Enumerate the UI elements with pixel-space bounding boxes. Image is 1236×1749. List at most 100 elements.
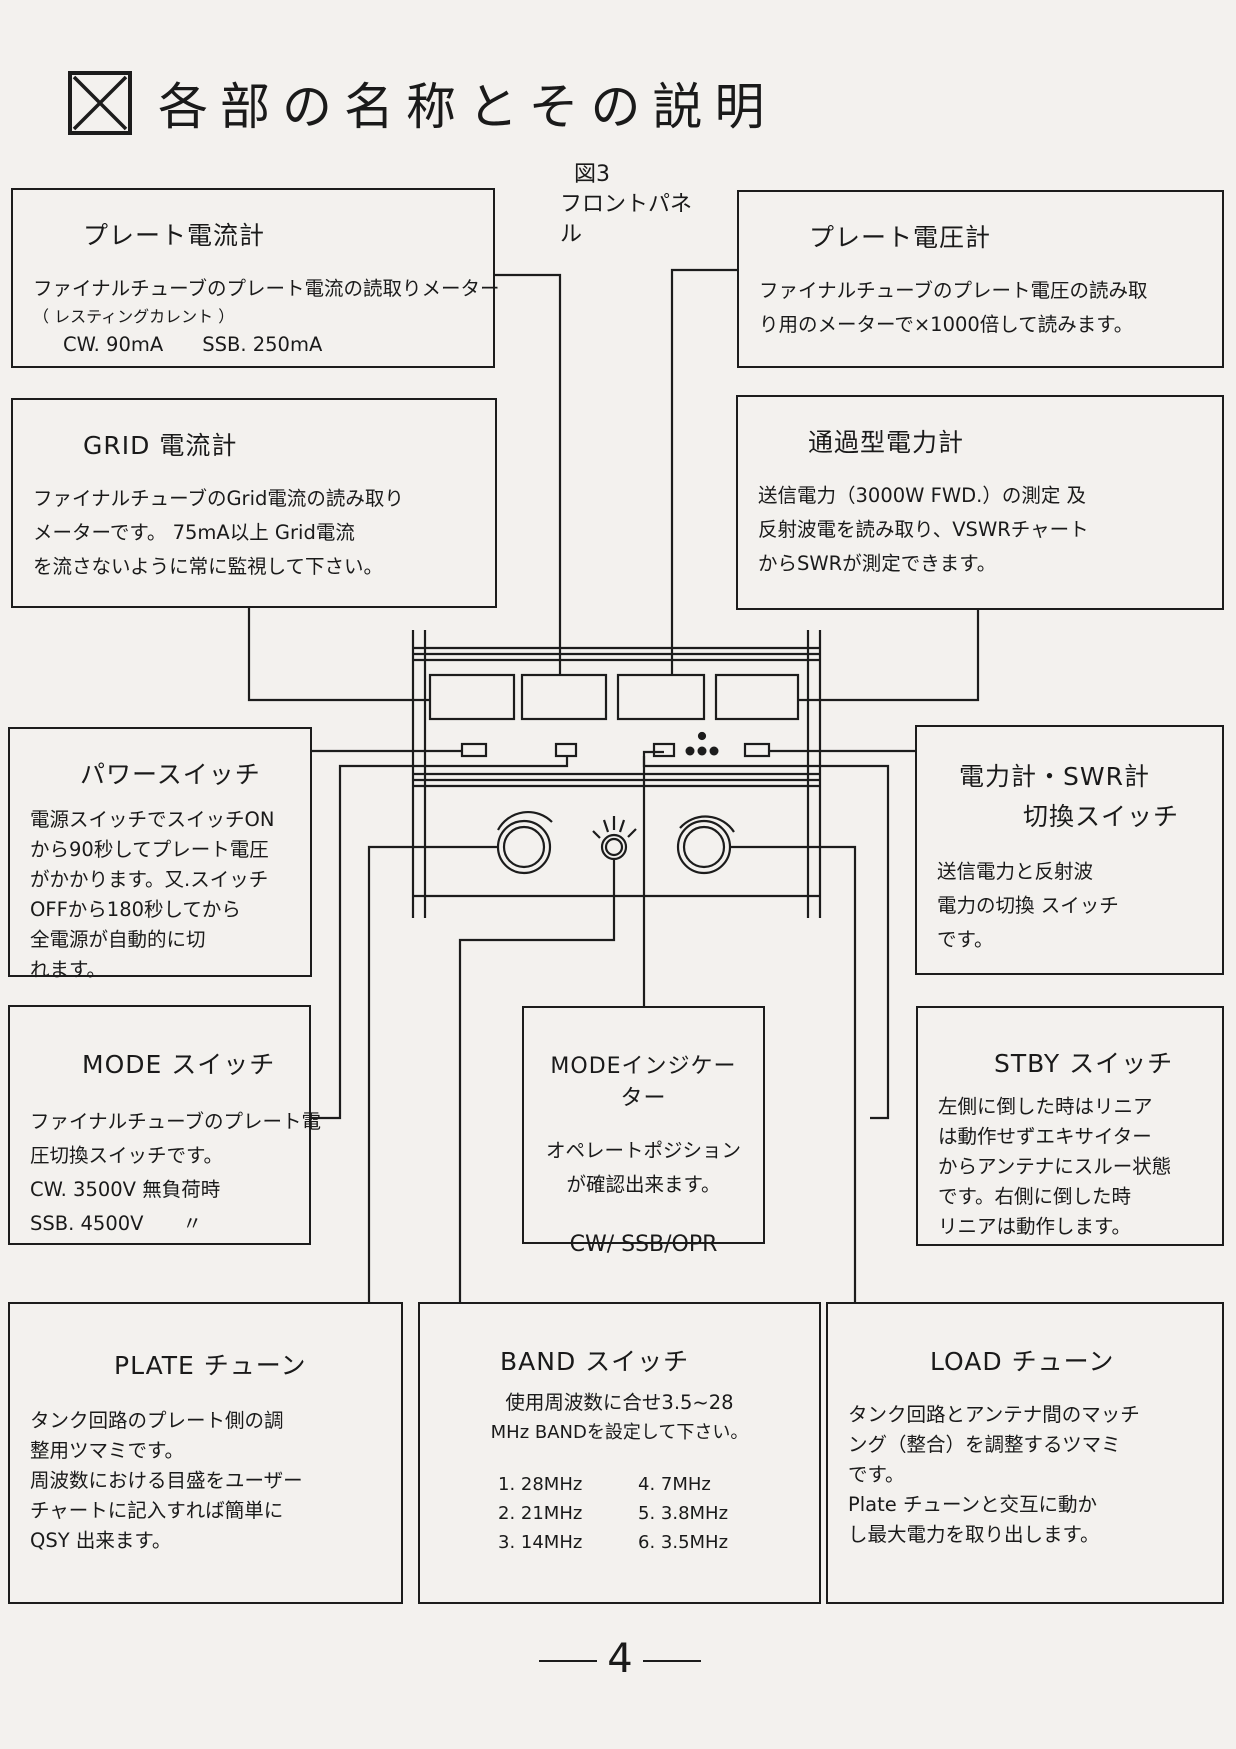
box-line: リニアは動作します。 (938, 1215, 1132, 1238)
mode-indicator-lamps (685, 746, 719, 756)
box-line: ング（整合）を調整するツマミ (848, 1433, 1121, 1456)
box-line: 左側に倒した時はリニア (938, 1095, 1153, 1118)
meter-select-box: 電力計・SWR計 切換スイッチ 送信電力と反射波 電力の切換 スイッチ です。 (915, 725, 1224, 975)
checkbox-icon (68, 71, 132, 135)
box-line: ファイナルチューブのプレート電流の読取りメーター (33, 277, 500, 300)
box-line: CW. 90mA SSB. 250mA (63, 333, 323, 356)
box-line: からアンテナにスルー状態 (938, 1155, 1172, 1178)
power-meter (714, 673, 800, 721)
figure-number: 図3 (574, 162, 610, 187)
box-line: がかかります。又.スイッチ (30, 868, 269, 891)
box-heading: PLATE チューン (114, 1351, 307, 1380)
grid-current-box: GRID 電流計 ファイナルチューブのGrid電流の読み取り メーターです。 7… (11, 398, 497, 608)
figure-label: 図3 フロントパネル (560, 160, 710, 250)
band-list: 1. 28MHz 4. 7MHz 2. 21MHz 5. 3.8MHz 3. 1… (498, 1474, 799, 1553)
box-line: （ レスティングカレント ） (33, 307, 235, 326)
box-line: 圧切換スイッチです。 (30, 1144, 224, 1167)
band-item: 4. 7MHz (638, 1474, 711, 1495)
box-heading-sub: 切換スイッチ (1023, 802, 1180, 831)
box-line: タンク回路とアンテナ間のマッチ (848, 1403, 1140, 1426)
box-line: SSB. 4500V 〃 (30, 1212, 202, 1235)
band-item: 5. 3.8MHz (638, 1503, 729, 1524)
box-line: オペレートポジション (545, 1139, 741, 1162)
title-text: 各部の名称とその説明 (158, 78, 777, 136)
stby-switch-box: STBY スイッチ 左側に倒した時はリニア は動作せずエキサイター からアンテナ… (916, 1006, 1224, 1246)
box-footer: CW/ SSB/OPR (569, 1232, 718, 1257)
plate-voltage-meter (616, 673, 706, 721)
band-item: 1. 28MHz (498, 1474, 583, 1495)
box-heading: プレート電流計 (83, 221, 266, 250)
box-heading: STBY スイッチ (994, 1049, 1174, 1078)
plate-tune-knob (496, 810, 553, 875)
box-line: から90秒してプレート電圧 (30, 838, 269, 861)
stby-switch (743, 742, 771, 758)
box-heading: プレート電圧計 (809, 223, 992, 252)
box-line: チャートに記入すれば簡単に (30, 1499, 284, 1522)
box-line: です。右側に倒した時 (938, 1185, 1132, 1208)
box-line: が確認出来ます。 (566, 1173, 721, 1196)
box-line: MHz BANDを設定して下さい。 (490, 1422, 749, 1443)
mode-switch-box: MODE スイッチ ファイナルチューブのプレート電 圧切換スイッチです。 CW.… (8, 1005, 321, 1245)
box-line: 電源スイッチでスイッチON (30, 808, 275, 831)
box-line: を流さないように常に監視して下さい。 (33, 555, 384, 578)
leader-lines (247, 268, 980, 1302)
box-line: は動作せずエキサイター (938, 1125, 1152, 1148)
plate-tune-box: PLATE チューン タンク回路のプレート側の調 整用ツマミです。 周波数におけ… (8, 1302, 403, 1604)
box-line: ファイナルチューブのGrid電流の読み取り (33, 487, 404, 510)
box-heading: GRID 電流計 (83, 431, 238, 460)
band-switch-box: BAND スイッチ 使用周波数に合せ3.5~28 MHz BANDを設定して下さ… (418, 1302, 821, 1604)
power-meter-box: 通過型電力計 送信電力（3000W FWD.）の測定 及 反射波電を読み取り、V… (736, 395, 1224, 610)
box-line: メーターです。 75mA以上 Grid電流 (33, 521, 355, 544)
mode-indicator-box: MODEインジケーター オペレートポジション が確認出来ます。 CW/ SSB/… (522, 1006, 765, 1257)
plate-current-meter (520, 673, 608, 721)
box-line: り用のメーターで×1000倍して読みます。 (759, 313, 1134, 336)
box-heading: MODE スイッチ (82, 1050, 276, 1079)
band-item: 2. 21MHz (498, 1503, 583, 1524)
box-line: ファイナルチューブのプレート電 (30, 1110, 321, 1133)
meter-select-switch (652, 742, 676, 758)
box-line: 送信電力（3000W FWD.）の測定 及 (758, 484, 1087, 507)
box-line: 整用ツマミです。 (30, 1439, 185, 1462)
box-line: れます。 (30, 958, 107, 981)
box-line: ファイナルチューブのプレート電圧の読み取 (759, 279, 1148, 302)
front-panel-frame (411, 630, 822, 918)
page-number: 4 (520, 1636, 720, 1682)
power-switch (460, 742, 488, 758)
mode-switch (554, 742, 578, 758)
grid-meter (428, 673, 516, 721)
box-line: 反射波電を読み取り、VSWRチャート (758, 518, 1089, 541)
box-line: し最大電力を取り出します。 (848, 1523, 1100, 1546)
box-line: 周波数における目盛をユーザー (30, 1469, 303, 1492)
box-line: OFFから180秒してから (30, 898, 241, 921)
box-heading: パワースイッチ (80, 760, 261, 789)
figure-caption: フロントパネル (560, 192, 693, 247)
box-line: 全電源が自動的に切 (30, 928, 206, 951)
band-item: 3. 14MHz (498, 1532, 583, 1553)
box-line: QSY 出来ます。 (30, 1529, 172, 1552)
band-switch-knob (592, 816, 637, 861)
box-line: 電力の切換 スイッチ (937, 894, 1119, 917)
box-heading: BAND スイッチ (500, 1347, 690, 1376)
box-line: 送信電力と反射波 (937, 860, 1094, 883)
dash-right (642, 1660, 701, 1662)
box-heading: LOAD チューン (930, 1347, 1115, 1376)
plate-current-box: プレート電流計 ファイナルチューブのプレート電流の読取りメーター （ レスティン… (11, 188, 500, 368)
dash-left (539, 1660, 598, 1662)
box-line: からSWRが測定できます。 (758, 552, 997, 575)
box-heading: MODEインジケーター (550, 1054, 737, 1111)
box-line: CW. 3500V 無負荷時 (30, 1178, 221, 1201)
page-number-text: 4 (607, 1636, 633, 1682)
box-line: です。 (848, 1463, 905, 1486)
power-switch-box: パワースイッチ 電源スイッチでスイッチON から90秒してプレート電圧 がかかり… (8, 727, 312, 981)
load-tune-box: LOAD チューン タンク回路とアンテナ間のマッチ ング（整合）を調整するツマミ… (826, 1302, 1224, 1604)
box-line: タンク回路のプレート側の調 (30, 1409, 284, 1432)
mode-indicator-dot (697, 731, 707, 741)
box-line: 使用周波数に合せ3.5~28 (505, 1391, 734, 1414)
plate-voltage-box: プレート電圧計 ファイナルチューブのプレート電圧の読み取 り用のメーターで×10… (737, 190, 1224, 368)
box-heading: 電力計・SWR計 (959, 762, 1150, 791)
box-heading: 通過型電力計 (808, 428, 965, 457)
box-line: Plate チューンと交互に動か (848, 1493, 1097, 1516)
box-line: です。 (937, 928, 994, 951)
load-tune-knob (676, 815, 735, 875)
